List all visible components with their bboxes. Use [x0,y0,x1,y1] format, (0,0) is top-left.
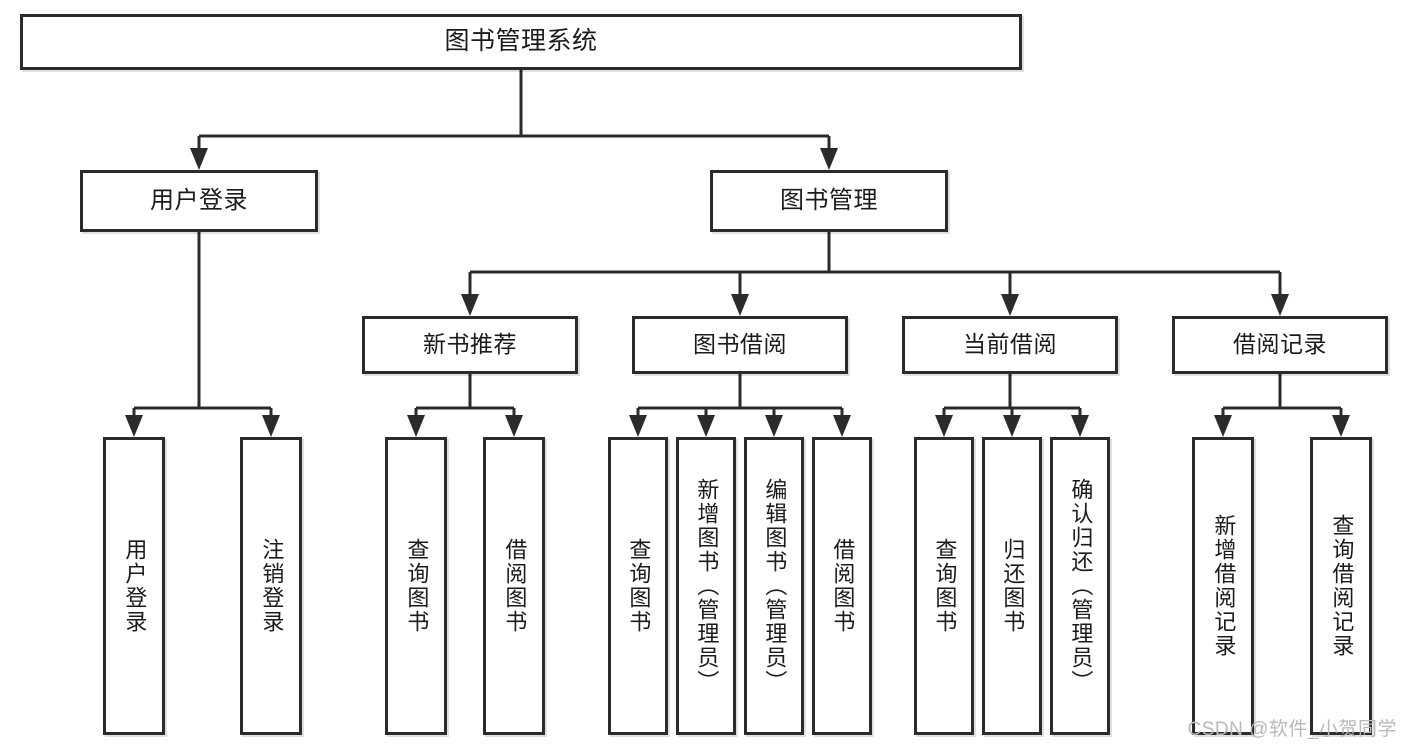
node-label: 借阅图书 [502,538,528,634]
node-current-borrow[interactable]: 当前借阅 [902,316,1118,374]
node-label: 查询图书 [932,538,958,634]
arrowhead-icon [1003,415,1021,437]
node-label: 图书管理 [780,186,878,214]
node-leaf-query-book-2[interactable]: 查询图书 [608,437,668,735]
node-root[interactable]: 图书管理系统 [20,14,1022,70]
node-label: 用户登录 [122,538,148,634]
node-book-manage[interactable]: 图书管理 [710,170,948,232]
arrowhead-icon [935,415,953,437]
arrowhead-icon [833,415,851,437]
node-label: 注销登录 [259,538,285,634]
arrowhead-icon [461,294,479,316]
node-leaf-borrow-book-1[interactable]: 借阅图书 [483,437,545,735]
node-label: 查询借阅记录 [1329,514,1355,658]
node-borrow-record[interactable]: 借阅记录 [1172,316,1388,374]
arrowhead-icon [629,415,647,437]
arrowhead-icon [1214,415,1232,437]
node-leaf-query-book-1[interactable]: 查询图书 [385,437,447,735]
arrowhead-icon [731,294,749,316]
node-leaf-add-record[interactable]: 新增借阅记录 [1192,437,1254,735]
node-leaf-user-login[interactable]: 用户登录 [103,437,165,735]
node-label: 编辑图书（管理员） [762,478,788,694]
node-label: 确认归还（管理员） [1068,478,1094,694]
arrowhead-icon [190,148,208,170]
arrowhead-icon [765,415,783,437]
arrowhead-icon [1001,294,1019,316]
arrowhead-icon [820,148,838,170]
watermark: CSDN @软件_小贺同学 [1187,719,1397,740]
node-book-borrow[interactable]: 图书借阅 [632,316,848,374]
node-leaf-add-book[interactable]: 新增图书（管理员） [676,437,736,735]
node-label: 查询图书 [404,538,430,634]
node-label: 借阅图书 [830,538,856,634]
node-leaf-confirm-return[interactable]: 确认归还（管理员） [1050,437,1110,735]
node-label: 新增图书（管理员） [694,478,720,694]
node-label: 用户登录 [150,186,248,214]
arrowhead-icon [407,415,425,437]
node-label: 借阅记录 [1233,331,1327,358]
node-leaf-borrow-book-2[interactable]: 借阅图书 [812,437,872,735]
arrowhead-icon [262,415,280,437]
node-leaf-query-book-3[interactable]: 查询图书 [914,437,974,735]
arrowhead-icon [505,415,523,437]
node-label: 新书推荐 [423,331,517,358]
arrowhead-icon [125,415,143,437]
arrowhead-icon [1071,415,1089,437]
node-user-login[interactable]: 用户登录 [80,170,318,232]
node-label: 归还图书 [1000,538,1026,634]
node-label: 新增借阅记录 [1211,514,1237,658]
node-leaf-logout[interactable]: 注销登录 [240,437,302,735]
arrowhead-icon [1271,294,1289,316]
node-leaf-return-book[interactable]: 归还图书 [982,437,1042,735]
node-label: 查询图书 [626,538,652,634]
node-leaf-query-record[interactable]: 查询借阅记录 [1310,437,1372,735]
node-label: 当前借阅 [963,331,1057,358]
node-label: 图书管理系统 [444,27,598,56]
arrowhead-icon [697,415,715,437]
node-new-book-rec[interactable]: 新书推荐 [362,316,578,374]
arrowhead-icon [1332,415,1350,437]
node-label: 图书借阅 [693,331,787,358]
node-leaf-edit-book[interactable]: 编辑图书（管理员） [744,437,804,735]
